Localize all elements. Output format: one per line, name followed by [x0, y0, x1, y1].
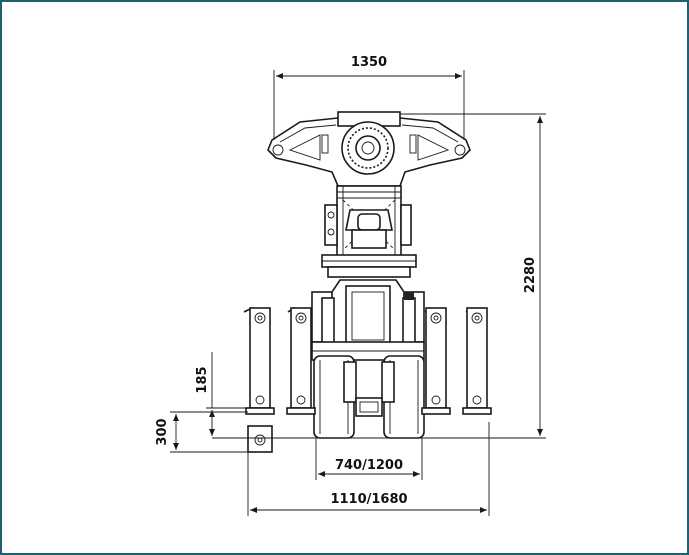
rotation-head — [337, 111, 401, 175]
dim-top-width — [273, 70, 465, 140]
dim-inner-width — [315, 438, 423, 480]
dim-185-label: 185 — [195, 366, 210, 393]
left-wheel — [313, 355, 357, 439]
outrigger-far-right — [462, 307, 492, 415]
dim-outer-width — [247, 422, 490, 516]
dim-185 — [206, 352, 250, 436]
dim-height-label: 2280 — [523, 257, 538, 293]
outrigger-foot-lowered — [247, 425, 273, 453]
right-wheel — [381, 355, 425, 439]
mast — [324, 185, 412, 257]
dim-300-label: 300 — [155, 418, 170, 445]
outrigger-inner-right — [421, 307, 451, 415]
dim-top-width-label: 1350 — [351, 55, 387, 70]
outrigger-far-left — [243, 307, 275, 415]
center-axle — [355, 397, 383, 417]
dim-inner-width-label: 740/1200 — [335, 458, 403, 473]
chassis — [311, 279, 425, 361]
turntable — [321, 254, 417, 278]
dim-outer-width-label: 1110/1680 — [330, 492, 407, 507]
outrigger-inner-left — [286, 306, 316, 415]
dim-300 — [170, 411, 248, 453]
